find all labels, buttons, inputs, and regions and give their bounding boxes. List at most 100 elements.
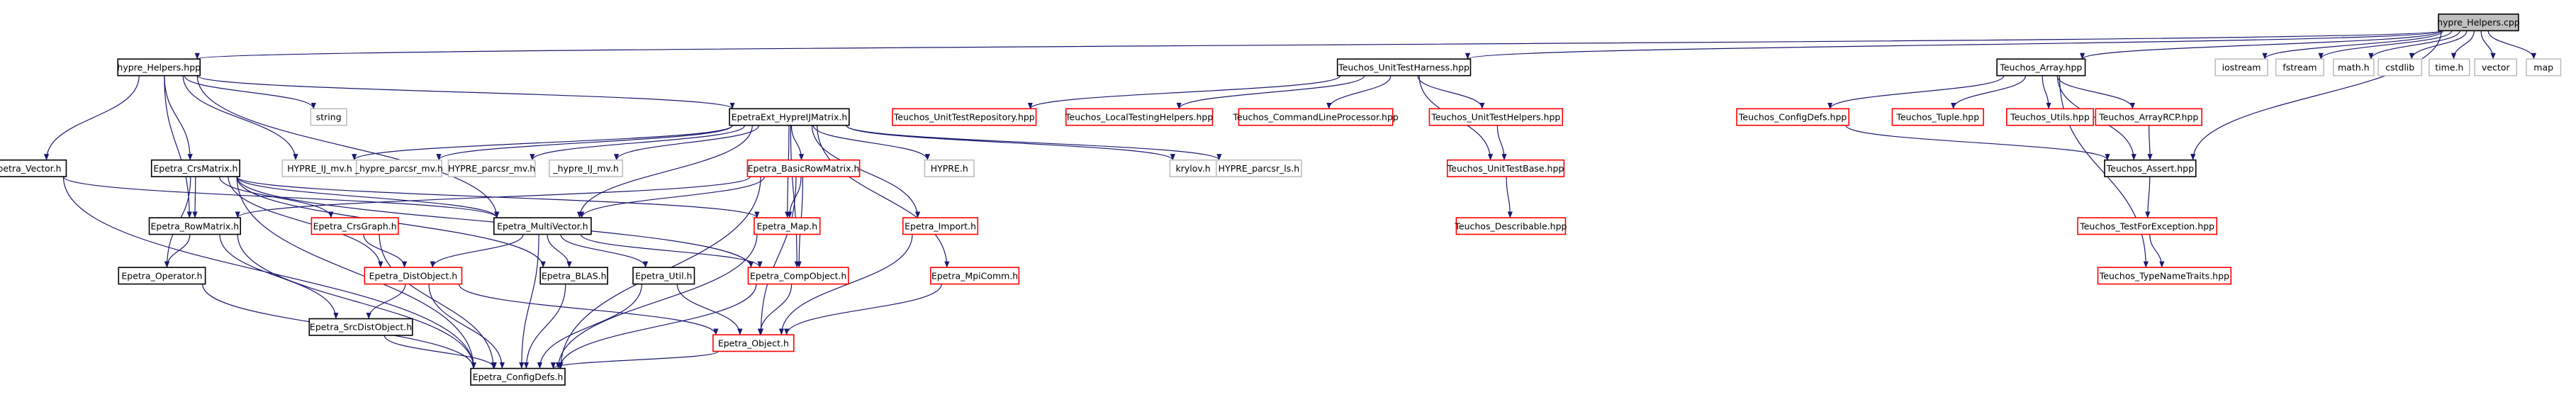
node-epetra-distobject-h[interactable]: Epetra_DistObject.h (364, 267, 463, 285)
node-teuchos-unittestrepository-hpp[interactable]: Teuchos_UnitTestRepository.hpp (892, 108, 1037, 126)
node-box (470, 367, 566, 386)
node-teuchos-utils-hpp[interactable]: Teuchos_Utils.hpp (2006, 108, 2094, 126)
edge-Teuchos_Array_hpp-to-Teuchos_ConfigDefs_hpp (1827, 75, 2005, 109)
edge-Epetra_RowMatrix_h-to-Epetra_SrcDistObject_h (219, 234, 339, 319)
node-epetra-srcdistobject-h[interactable]: Epetra_SrcDistObject.h (308, 318, 413, 336)
node-label: Teuchos_UnitTestBase.hpp (1447, 163, 1564, 174)
node-teuchos-unittesthelpers-hpp[interactable]: Teuchos_UnitTestHelpers.hpp (1428, 108, 1564, 126)
node-label: Teuchos_Describable.hpp (1454, 221, 1567, 231)
node-teuchos-commandlineprocessor-hpp[interactable]: Teuchos_CommandLineProcessor.hpp (1232, 108, 1399, 126)
node-label: Teuchos_TestForException.hpp (2079, 221, 2214, 231)
edge-hypre_Helpers_cpp-to-hypre_Helpers_hpp (196, 30, 2442, 60)
node-epetra-vector-h[interactable]: Epetra_Vector.h (0, 159, 67, 177)
node-box (549, 159, 624, 177)
node-hypre-h: HYPRE.h (924, 159, 975, 177)
edge-Epetra_CrsMatrix_h-to-Epetra_Map_h (236, 176, 760, 218)
node-epetra-mpicomm-h[interactable]: Epetra_MpiComm.h (930, 267, 1020, 285)
edge-EpetraExt_HypreIJMatrix_h-to-_hypre_parcsr_mv_h (436, 125, 733, 161)
edge-Teuchos_ConfigDefs_hpp-to-Teuchos_Assert_hpp (1845, 125, 2110, 161)
edge-Epetra_CompObject_h-to-Epetra_Object_h (757, 284, 793, 335)
node-box (729, 108, 850, 126)
node-teuchos-unittestharness-hpp[interactable]: Teuchos_UnitTestHarness.hpp (1336, 58, 1472, 77)
node-label: Epetra_CrsMatrix.h (153, 163, 237, 174)
node-teuchos-describable-hpp[interactable]: Teuchos_Describable.hpp (1454, 217, 1567, 235)
edge-Epetra_CrsGraph_h-to-Epetra_ConfigDefs_h (379, 234, 496, 369)
node-label: Epetra_ConfigDefs.h (473, 372, 564, 382)
edge-hypre_Helpers_hpp-to-Epetra_RowMatrix_h (164, 75, 192, 218)
edge-EpetraExt_HypreIJMatrix_h-to-HYPRE_h (812, 125, 930, 161)
edge-EpetraExt_HypreIJMatrix_h-to-HYPRE_parcsr_mv_h (530, 125, 746, 161)
edge-Epetra_DistObject_h-to-Epetra_SrcDistObject_h (366, 284, 406, 319)
node-box (2378, 58, 2423, 77)
edge-EpetraExt_HypreIJMatrix_h-to-krylov_h (846, 125, 1175, 161)
node--hypre-ij-mv-h: _hypre_IJ_mv.h (549, 159, 624, 177)
node-box (1336, 58, 1472, 77)
node-box (118, 267, 206, 285)
node-label: Teuchos_UnitTestRepository.hpp (893, 112, 1035, 123)
node-label: Teuchos_Tuple.hpp (1895, 112, 1979, 123)
node-epetra-blas-h[interactable]: Epetra_BLAS.h (539, 267, 608, 285)
node-box (1996, 58, 2086, 77)
node-label: math.h (2338, 62, 2370, 72)
node-epetra-util-h[interactable]: Epetra_Util.h (632, 267, 695, 285)
edge-hypre_Helpers_hpp-to-EpetraExt_HypreIJMatrix_h (196, 75, 735, 109)
node-time-h: time.h (2429, 58, 2470, 77)
edge-Epetra_MultiVector_h-to-Epetra_ConfigDefs_h (519, 234, 539, 369)
node-label: HYPRE_IJ_mv.h (287, 163, 352, 174)
node-teuchos-unittestbase-hpp[interactable]: Teuchos_UnitTestBase.hpp (1446, 159, 1565, 177)
edge-Epetra_MultiVector_h-to-Epetra_BLAS_h (547, 234, 572, 268)
node-hypre-helpers-cpp[interactable]: hypre_Helpers.cpp (2437, 13, 2520, 32)
node-epetra-multivector-h[interactable]: Epetra_MultiVector.h (493, 217, 592, 235)
node-label: Epetra_MpiComm.h (931, 270, 1018, 281)
node-label: cstdlib (2385, 62, 2414, 72)
node-teuchos-array-hpp[interactable]: Teuchos_Array.hpp (1996, 58, 2086, 77)
node-map: map (2526, 58, 2562, 77)
edge-Epetra_Util_h-to-Epetra_Object_h (676, 284, 743, 335)
node-epetra-operator-h[interactable]: Epetra_Operator.h (118, 267, 206, 285)
node-label: string (316, 112, 342, 123)
node-epetra-configdefs-h[interactable]: Epetra_ConfigDefs.h (470, 367, 566, 386)
edge-Epetra_CrsMatrix_h-to-Epetra_RowMatrix_h (192, 177, 198, 218)
node-teuchos-localtestinghelpers-hpp[interactable]: Teuchos_LocalTestingHelpers.hpp (1065, 108, 1213, 126)
node-epetra-object-h[interactable]: Epetra_Object.h (712, 334, 795, 352)
edge-Epetra_MpiComm_h-to-Epetra_Object_h (784, 284, 942, 335)
node-fstream: fstream (2275, 58, 2324, 77)
edge-Teuchos_TestForException_hpp-to-Teuchos_TypeNameTraits_hpp (2149, 234, 2165, 268)
node-label: Epetra_CompObject.h (750, 270, 847, 281)
node-box (1446, 159, 1565, 177)
node-iostream: iostream (2214, 58, 2268, 77)
node-epetra-crsgraph-h[interactable]: Epetra_CrsGraph.h (310, 217, 399, 235)
node-epetra-basicrowmatrix-h[interactable]: Epetra_BasicRowMatrix.h (746, 159, 861, 177)
node-teuchos-typenametraits-hpp[interactable]: Teuchos_TypeNameTraits.hpp (2097, 267, 2232, 285)
node-epetra-crsmatrix-h[interactable]: Epetra_CrsMatrix.h (150, 159, 240, 177)
node-epetra-map-h[interactable]: Epetra_Map.h (754, 217, 821, 235)
node-box (310, 108, 347, 126)
node-hypre-helpers-hpp[interactable]: hypre_Helpers.hpp (117, 58, 201, 77)
node-teuchos-arrayrcp-hpp[interactable]: Teuchos_ArrayRCP.hpp (2095, 108, 2202, 126)
edge-EpetraExt_HypreIJMatrix_h-to-Epetra_BasicRowMatrix_h (790, 125, 805, 161)
edge-Teuchos_UnitTestHarness_hpp-to-Teuchos_UnitTestHelpers_hpp (1417, 75, 1485, 109)
node-teuchos-assert-hpp[interactable]: Teuchos_Assert.hpp (2104, 159, 2197, 177)
node-epetra-import-h[interactable]: Epetra_Import.h (902, 217, 979, 235)
node-teuchos-tuple-hpp[interactable]: Teuchos_Tuple.hpp (1891, 108, 1984, 126)
node-box (493, 217, 592, 235)
node-box (117, 58, 201, 77)
node-epetra-compobject-h[interactable]: Epetra_CompObject.h (747, 267, 849, 285)
edge-hypre_Helpers_hpp-to-Epetra_MultiVector_h (196, 75, 500, 218)
node-label: _hypre_IJ_mv.h (552, 163, 618, 174)
node-box (310, 217, 399, 235)
node-box (2474, 58, 2518, 77)
node-box (924, 159, 975, 177)
edge-hypre_Helpers_cpp-to-Teuchos_UnitTestHarness_hpp (1465, 30, 2442, 60)
node-box (0, 159, 67, 177)
node-epetra-rowmatrix-h[interactable]: Epetra_RowMatrix.h (148, 217, 242, 235)
node-box (1238, 108, 1394, 126)
node-box (2077, 217, 2218, 235)
node-teuchos-configdefs-hpp[interactable]: Teuchos_ConfigDefs.hpp (1736, 108, 1850, 126)
node-teuchos-testforexception-hpp[interactable]: Teuchos_TestForException.hpp (2077, 217, 2218, 235)
node-label: krylov.h (1176, 163, 1211, 174)
edge-EpetraExt_HypreIJMatrix_h-to-HYPRE_IJ_mv_h (352, 125, 733, 161)
node-epetraext-hypreijmatrix-h[interactable]: EpetraExt_HypreIJMatrix.h (729, 108, 850, 126)
node-label: iostream (2222, 62, 2261, 72)
node-label: EpetraExt_HypreIJMatrix.h (732, 112, 848, 123)
